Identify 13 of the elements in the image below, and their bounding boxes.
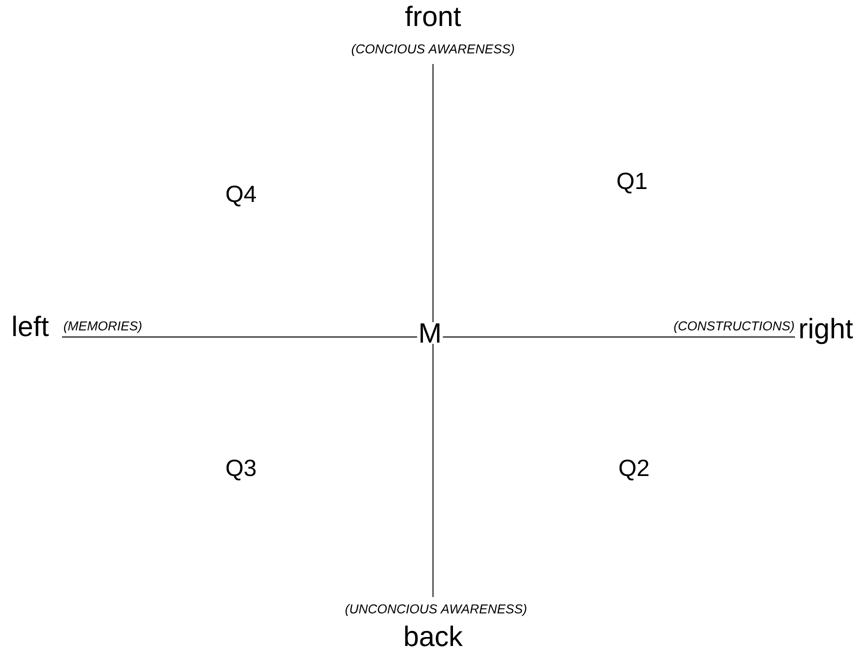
quadrant-label: Q2 [619, 460, 648, 480]
axis-label: left [13, 316, 49, 336]
axis-note: (MEMORIES) [64, 321, 142, 333]
axis-label: front [405, 6, 461, 26]
axis-label: back [405, 626, 463, 646]
origin-label: M [417, 322, 443, 344]
quadrant-label: Q3 [226, 460, 256, 480]
axis-note: (CONCIOUS AWARENESS) [352, 44, 514, 56]
axis-label: right [800, 318, 853, 344]
axis-note: (UNCONCIOUS AWARENESS) [346, 604, 526, 616]
quadrant-label: Q4 [226, 186, 256, 206]
quadrant-label: Q1 [617, 172, 646, 194]
axis-note: (CONSTRUCTIONS) [674, 321, 794, 333]
